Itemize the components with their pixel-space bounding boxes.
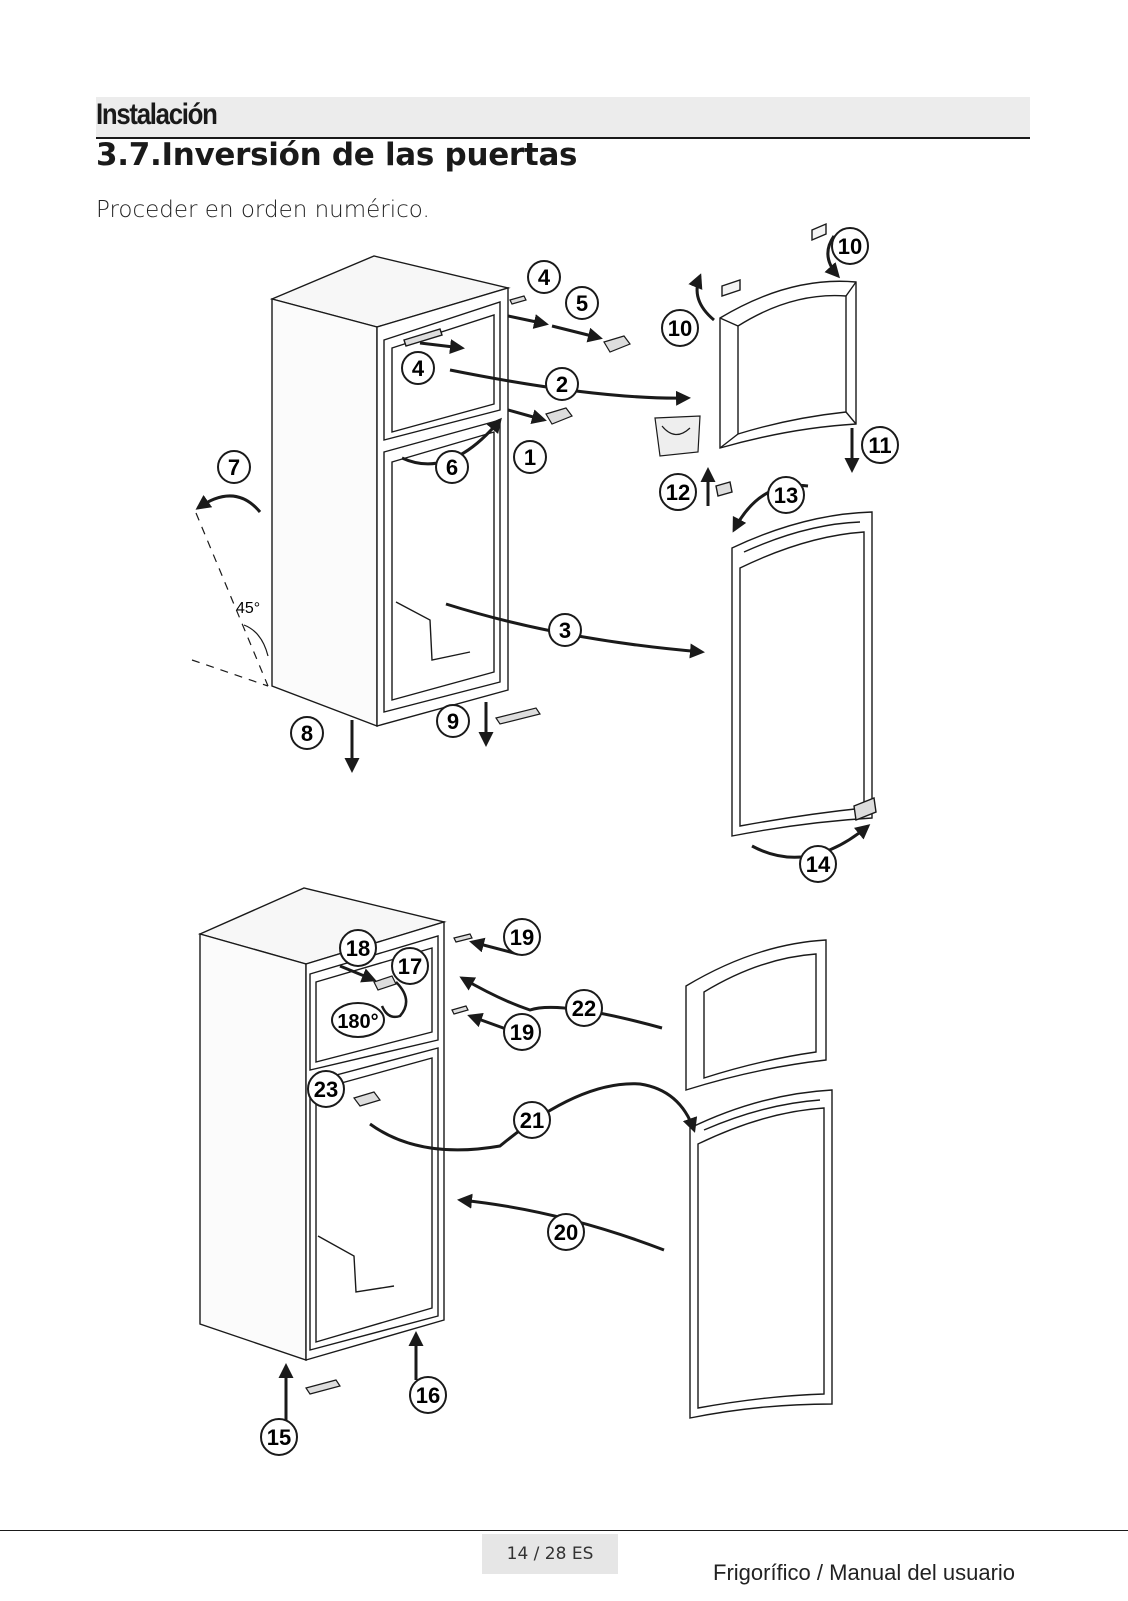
svg-text:4: 4 bbox=[412, 356, 425, 381]
angle-label: 45° bbox=[236, 600, 260, 617]
svg-text:5: 5 bbox=[576, 291, 588, 316]
step-16: 16 bbox=[409, 1376, 447, 1414]
step-10-b: 10 bbox=[661, 309, 699, 347]
step-17: 17 bbox=[391, 947, 429, 985]
step-4-a: 4 bbox=[527, 260, 561, 294]
svg-text:10: 10 bbox=[838, 234, 862, 259]
svg-text:8: 8 bbox=[301, 721, 313, 746]
svg-text:19: 19 bbox=[510, 925, 534, 950]
rotation-label: 180° bbox=[337, 1011, 378, 1033]
svg-text:20: 20 bbox=[554, 1220, 578, 1245]
step-19-b: 19 bbox=[503, 1013, 541, 1051]
svg-text:17: 17 bbox=[398, 954, 422, 979]
step-19-a: 19 bbox=[503, 918, 541, 956]
svg-text:1: 1 bbox=[524, 445, 536, 470]
step-20: 20 bbox=[547, 1213, 585, 1251]
step-15: 15 bbox=[260, 1418, 298, 1456]
fridge-door-bottom bbox=[689, 1089, 833, 1419]
step-markers-top: 4 5 4 2 6 1 7 3 8 9 10 10 11 12 13 14 bbox=[217, 227, 899, 883]
svg-text:11: 11 bbox=[868, 433, 891, 458]
svg-text:19: 19 bbox=[510, 1020, 534, 1045]
svg-text:21: 21 bbox=[520, 1108, 544, 1133]
step-22: 22 bbox=[565, 989, 603, 1027]
svg-text:3: 3 bbox=[559, 618, 571, 643]
freezer-door-top bbox=[719, 222, 857, 449]
step-7: 7 bbox=[217, 450, 251, 484]
svg-text:12: 12 bbox=[666, 480, 690, 505]
fridge-door-top bbox=[715, 481, 877, 837]
svg-text:14: 14 bbox=[806, 852, 831, 877]
freezer-door-bottom bbox=[685, 939, 827, 1091]
bag-icon bbox=[654, 415, 701, 457]
step-1: 1 bbox=[513, 440, 547, 474]
hinge-parts-bottom bbox=[305, 933, 473, 1395]
step-23: 23 bbox=[307, 1070, 345, 1108]
step-9: 9 bbox=[436, 704, 470, 738]
svg-text:22: 22 bbox=[572, 996, 596, 1021]
svg-text:4: 4 bbox=[538, 265, 551, 290]
svg-text:16: 16 bbox=[416, 1383, 440, 1408]
fridge-top bbox=[269, 255, 511, 728]
step-8: 8 bbox=[290, 716, 324, 750]
step-3: 3 bbox=[548, 613, 582, 647]
rotation-marker: 180° bbox=[331, 1002, 385, 1038]
step-2: 2 bbox=[545, 367, 579, 401]
svg-text:15: 15 bbox=[267, 1425, 291, 1450]
step-5: 5 bbox=[565, 286, 599, 320]
step-6: 6 bbox=[435, 450, 469, 484]
page-number: 14 / 28 ES bbox=[482, 1534, 618, 1574]
section-header-bar bbox=[96, 97, 1030, 139]
step-14: 14 bbox=[799, 845, 837, 883]
door-reversal-diagram: 45° bbox=[191, 222, 899, 1456]
step-11: 11 bbox=[861, 426, 899, 464]
step-18: 18 bbox=[339, 929, 377, 967]
instruction-text: Proceder en orden numérico. bbox=[96, 197, 430, 223]
step-markers-bottom: 19 18 17 22 19 23 21 20 16 15 bbox=[260, 918, 603, 1456]
step-13: 13 bbox=[767, 476, 805, 514]
hinge-parts-top bbox=[495, 295, 631, 725]
step-21: 21 bbox=[513, 1101, 551, 1139]
step-4-b: 4 bbox=[401, 351, 435, 385]
svg-text:9: 9 bbox=[447, 709, 459, 734]
svg-text:23: 23 bbox=[314, 1077, 338, 1102]
manual-title: Frigorífico / Manual del usuario bbox=[713, 1560, 1016, 1585]
svg-text:13: 13 bbox=[774, 483, 798, 508]
page-title: 3.7.Inversión de las puertas bbox=[96, 137, 578, 173]
svg-text:7: 7 bbox=[228, 455, 240, 480]
step-12: 12 bbox=[659, 473, 697, 511]
svg-text:18: 18 bbox=[346, 936, 370, 961]
section-label: Instalación bbox=[96, 98, 218, 131]
footer-divider bbox=[0, 1530, 1128, 1531]
svg-text:2: 2 bbox=[556, 372, 568, 397]
step-10-a: 10 bbox=[831, 227, 869, 265]
svg-text:10: 10 bbox=[668, 316, 692, 341]
rotation-arrow bbox=[380, 981, 408, 1019]
tilt-indicator bbox=[191, 494, 269, 687]
arrows-top bbox=[344, 235, 871, 859]
svg-text:6: 6 bbox=[446, 455, 458, 480]
